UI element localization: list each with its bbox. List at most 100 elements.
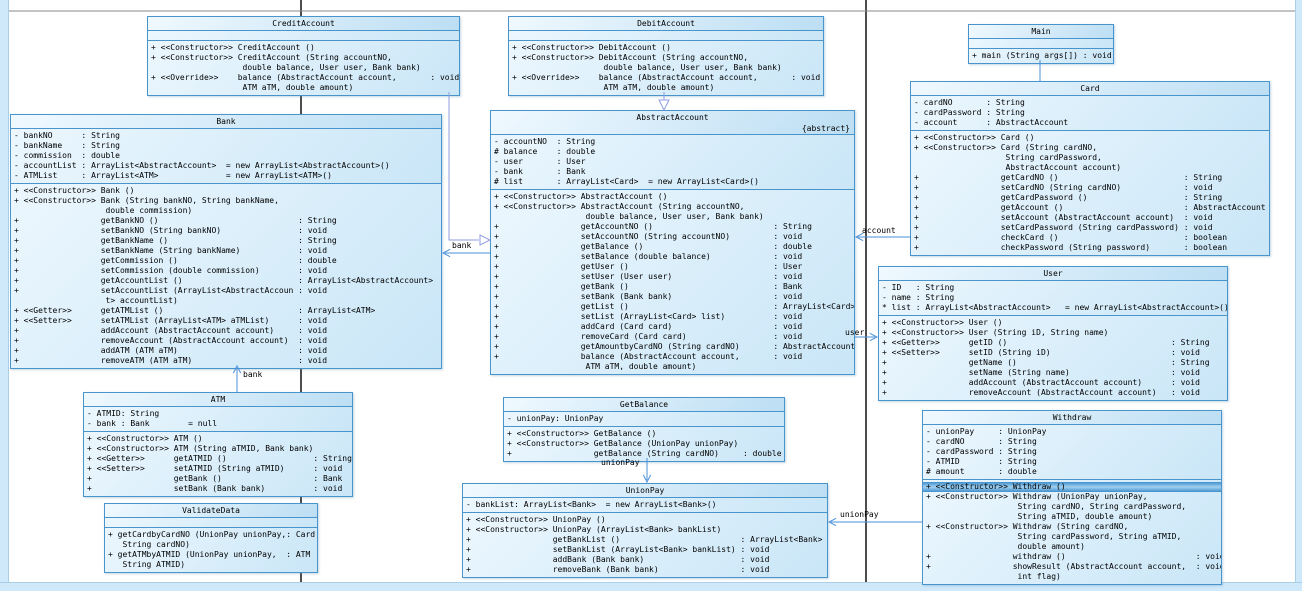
- class-bank[interactable]: Bank- bankNO : String- bankName : String…: [10, 114, 442, 369]
- method-row[interactable]: + getCommission () : double: [14, 256, 337, 265]
- method-row[interactable]: + getBank () : Bank: [494, 282, 803, 291]
- method-row[interactable]: + <<Override>> balance (AbstractAccount …: [151, 73, 459, 92]
- method-row[interactable]: + addAccount (AbstractAccount account) :…: [882, 378, 1200, 387]
- method-row[interactable]: + getCardPassword () : String: [914, 193, 1223, 202]
- method-row[interactable]: + <<Getter>> getATMList () : ArrayList<A…: [14, 306, 376, 315]
- method-row[interactable]: + <<Constructor>> AbstractAccount (): [494, 192, 668, 201]
- method-row[interactable]: + removeCard (Card card) : void: [494, 332, 803, 341]
- method-row[interactable]: + <<Constructor>> GetBalance (): [507, 429, 657, 438]
- method-row[interactable]: + <<Constructor>> User (): [882, 318, 1003, 327]
- attribute-row[interactable]: - cardNO : String: [926, 437, 1037, 446]
- method-row[interactable]: + <<Constructor>> User (String iD, Strin…: [882, 328, 1109, 337]
- method-row[interactable]: + setBank (Bank bank) : void: [494, 292, 803, 301]
- attribute-row[interactable]: - unionPay: UnionPay: [507, 414, 604, 423]
- method-row[interactable]: + checkCard () : boolean: [914, 233, 1228, 242]
- method-row[interactable]: + checkPassword (String password) : bool…: [914, 243, 1228, 252]
- method-row[interactable]: + setCardNO (String cardNO) : void: [914, 183, 1213, 192]
- method-row[interactable]: + setCardPassword (String cardPassword) …: [914, 223, 1213, 232]
- method-row[interactable]: + getUser () : User: [494, 262, 803, 271]
- attribute-row[interactable]: * list : ArrayList<AbstractAccount> = ne…: [882, 303, 1227, 312]
- connector-label-unionpay[interactable]: unionPay: [601, 458, 640, 467]
- method-row[interactable]: + setName (String name) : void: [882, 368, 1200, 377]
- class-validatedata[interactable]: ValidateData+ getCardbyCardNO (UnionPay …: [104, 503, 318, 573]
- class-withdraw[interactable]: Withdraw- unionPay : UnionPay- cardNO : …: [922, 410, 1222, 585]
- method-row[interactable]: + removeBank (Bank bank) : void: [466, 565, 770, 574]
- method-row[interactable]: + <<Setter>> setID (String iD) : void: [882, 348, 1200, 357]
- class-user[interactable]: User- ID : String- name : String* list :…: [878, 266, 1228, 401]
- method-row[interactable]: + getBankList () : ArrayList<Bank>: [466, 535, 823, 544]
- attribute-row[interactable]: - bankNO : String: [14, 131, 120, 140]
- attribute-row[interactable]: - commission : double: [14, 151, 120, 160]
- method-row[interactable]: + <<Constructor>> DebitAccount (): [512, 43, 671, 52]
- class-abstractaccount[interactable]: AbstractAccount{abstract}- accountNO : S…: [490, 110, 855, 375]
- attribute-row[interactable]: - name : String: [882, 293, 955, 302]
- attribute-row[interactable]: - bankList: ArrayList<Bank> = new ArrayL…: [466, 500, 717, 509]
- class-getbalance[interactable]: GetBalance- unionPay: UnionPay+ <<Constr…: [503, 397, 785, 462]
- method-row[interactable]: + getList () : ArrayList<Card>: [494, 302, 854, 311]
- method-row[interactable]: + setCommission (double commission) : vo…: [14, 266, 328, 275]
- method-row[interactable]: + getATMbyATMID (UnionPay unionPay, : AT…: [108, 550, 311, 569]
- method-row[interactable]: + removeAccount (AbstractAccount account…: [882, 388, 1200, 397]
- attribute-row[interactable]: - bankName : String: [14, 141, 120, 150]
- attribute-row[interactable]: # balance : double: [494, 147, 596, 156]
- method-row[interactable]: + <<Constructor>> AbstractAccount (Strin…: [494, 202, 764, 221]
- method-row[interactable]: + main (String args[]) : void: [972, 51, 1112, 60]
- attribute-row[interactable]: - ATMList : ArrayList<ATM> = new ArrayLi…: [14, 171, 332, 180]
- method-row[interactable]: + getAmountbyCardNO (String cardNO) : Ab…: [494, 342, 854, 351]
- method-row[interactable]: + removeATM (ATM aTM) : void: [14, 356, 328, 365]
- method-row[interactable]: + setBankList (ArrayList<Bank> bankList)…: [466, 545, 770, 554]
- method-row[interactable]: + <<Constructor>> Withdraw (): [923, 482, 1221, 492]
- method-row[interactable]: + <<Constructor>> ATM (String aTMID, Ban…: [87, 444, 314, 453]
- method-row[interactable]: + removeAccount (AbstractAccount account…: [14, 336, 328, 345]
- attribute-row[interactable]: - user : User: [494, 157, 586, 166]
- method-row[interactable]: + <<Constructor>> CreditAccount (String …: [151, 53, 421, 72]
- attribute-row[interactable]: - ATMID: String: [87, 409, 160, 418]
- method-row[interactable]: + addBank (Bank bank) : void: [466, 555, 770, 564]
- method-row[interactable]: + getBank () : Bank: [87, 474, 343, 483]
- connector-label-account[interactable]: account: [862, 226, 896, 235]
- method-row[interactable]: + balance (AbstractAccount account, : vo…: [494, 352, 803, 371]
- attribute-row[interactable]: - account : AbstractAccount: [914, 118, 1069, 127]
- attribute-row[interactable]: - bank : Bank = null: [87, 419, 218, 428]
- method-row[interactable]: + setBankNO (String bankNO) : void: [14, 226, 328, 235]
- method-row[interactable]: + addCard (Card card) : void: [494, 322, 803, 331]
- method-row[interactable]: + <<Constructor>> Withdraw (String cardN…: [926, 522, 1182, 551]
- attribute-row[interactable]: - accountNO : String: [494, 137, 596, 146]
- method-row[interactable]: + setList (ArrayList<Card> list) : void: [494, 312, 803, 321]
- method-row[interactable]: + <<Setter>> setATMID (String aTMID) : v…: [87, 464, 343, 473]
- method-row[interactable]: + addAccount (AbstractAccount account) :…: [14, 326, 328, 335]
- connector-label-unionpay[interactable]: unionPay: [840, 510, 879, 519]
- method-row[interactable]: + getAccountList () : ArrayList<Abstract…: [14, 276, 434, 285]
- class-debitaccount[interactable]: DebitAccount+ <<Constructor>> DebitAccou…: [508, 16, 824, 96]
- method-row[interactable]: + <<Setter>> setATMList (ArrayList<ATM> …: [14, 316, 328, 325]
- attribute-row[interactable]: - cardPassword : String: [926, 447, 1037, 456]
- method-row[interactable]: + getAccount () : AbstractAccount: [914, 203, 1266, 212]
- method-row[interactable]: + <<Getter>> getATMID () : String: [87, 454, 352, 463]
- method-row[interactable]: + <<Getter>> getID () : String: [882, 338, 1210, 347]
- method-row[interactable]: + <<Constructor>> DebitAccount (String a…: [512, 53, 782, 72]
- method-row[interactable]: + <<Constructor>> Card (String cardNO, S…: [914, 143, 1122, 172]
- attribute-row[interactable]: # list : ArrayList<Card> = new ArrayList…: [494, 177, 759, 186]
- attribute-row[interactable]: - cardPassword : String: [914, 108, 1025, 117]
- class-main[interactable]: Main+ main (String args[]) : void: [968, 24, 1114, 64]
- method-row[interactable]: + getAccountNO () : String: [494, 222, 812, 231]
- method-row[interactable]: + setBalance (double balance) : void: [494, 252, 803, 261]
- class-creditaccount[interactable]: CreditAccount+ <<Constructor>> CreditAcc…: [147, 16, 460, 96]
- attribute-row[interactable]: - accountList : ArrayList<AbstractAccoun…: [14, 161, 390, 170]
- method-row[interactable]: + addATM (ATM aTM) : void: [14, 346, 328, 355]
- method-row[interactable]: + <<Constructor>> Bank (): [14, 186, 135, 195]
- attribute-row[interactable]: # amount : double: [926, 467, 1037, 476]
- attribute-row[interactable]: - unionPay : UnionPay: [926, 427, 1047, 436]
- method-row[interactable]: + <<Constructor>> CreditAccount (): [151, 43, 315, 52]
- class-atm[interactable]: ATM- ATMID: String- bank : Bank = null+ …: [83, 392, 353, 497]
- attribute-row[interactable]: - cardNO : String: [914, 98, 1025, 107]
- method-row[interactable]: + getBankName () : String: [14, 236, 337, 245]
- method-row[interactable]: + <<Override>> balance (AbstractAccount …: [512, 73, 821, 92]
- method-row[interactable]: + getName () : String: [882, 358, 1210, 367]
- method-row[interactable]: + getBalance () : double: [494, 242, 812, 251]
- method-row[interactable]: + <<Constructor>> UnionPay (): [466, 515, 606, 524]
- method-row[interactable]: + <<Constructor>> Withdraw (UnionPay uni…: [926, 492, 1187, 521]
- method-row[interactable]: + <<Constructor>> Bank (String bankNO, S…: [14, 196, 279, 215]
- method-row[interactable]: + getBalance (String cardNO) : double: [507, 449, 782, 458]
